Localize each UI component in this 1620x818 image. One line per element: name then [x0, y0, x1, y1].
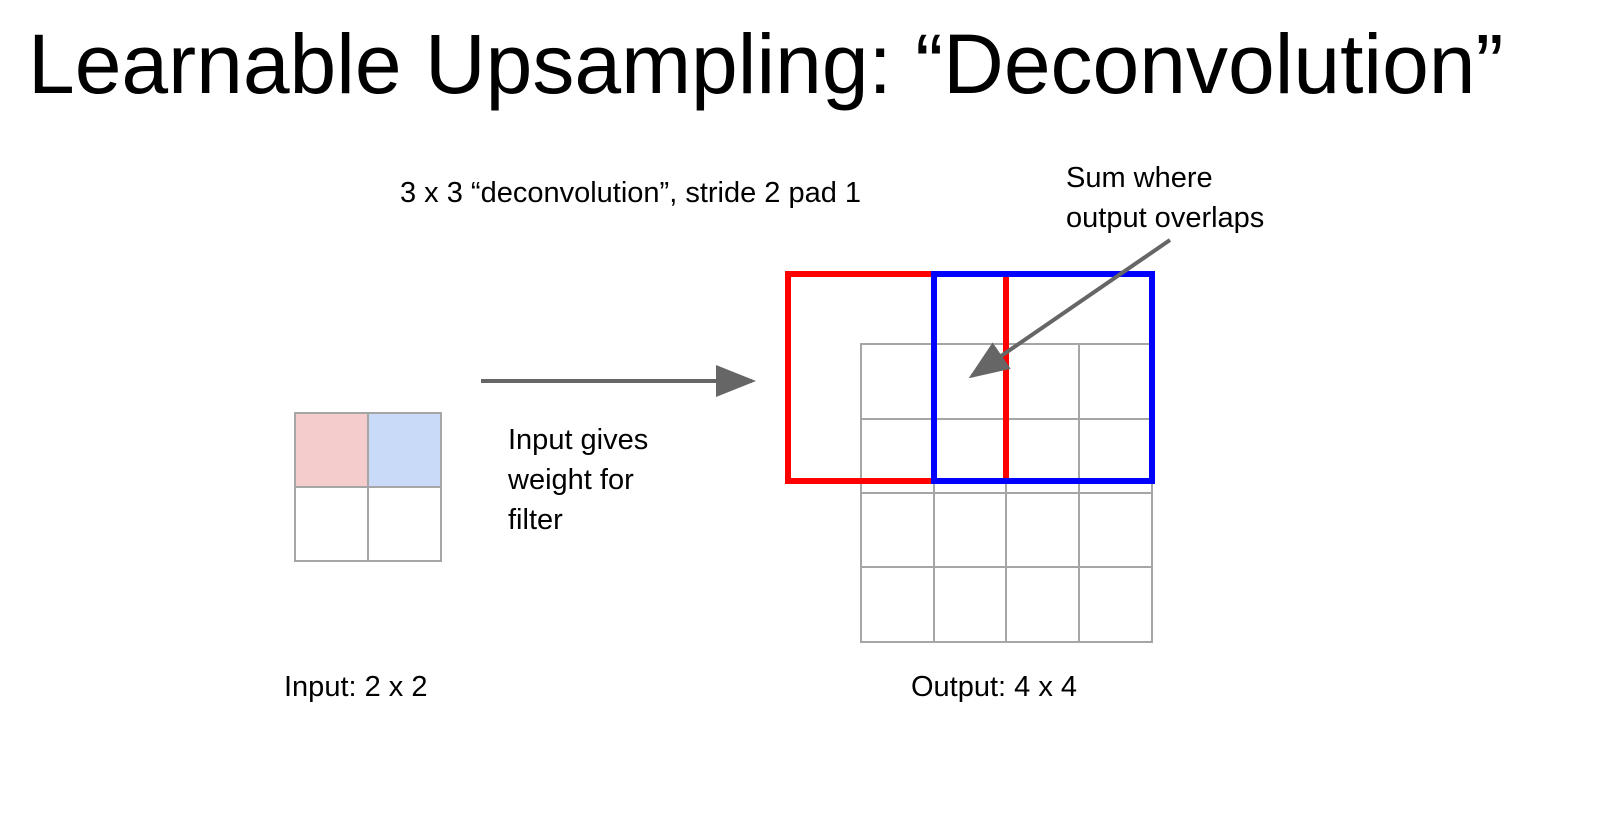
- blue-filter-region: [931, 271, 1155, 484]
- input-weight-line-1: Input gives: [508, 424, 649, 456]
- input-weight-line-2: weight for: [508, 464, 634, 496]
- input-weight-line-3: filter: [508, 504, 563, 536]
- output-size-label: Output: 4 x 4: [911, 671, 1078, 703]
- input-grid: [294, 412, 442, 562]
- overlap-annotation: Sum where output overlaps: [1066, 158, 1264, 238]
- input-cell-top-right: [367, 412, 442, 488]
- input-size-label: Input: 2 x 2: [284, 671, 428, 703]
- input-weight-annotation: Input gives weight for filter: [508, 420, 648, 540]
- slide-title: Learnable Upsampling: “Deconvolution”: [28, 17, 1504, 111]
- input-cell-top-left: [294, 412, 369, 488]
- overlap-arrow: [968, 238, 1172, 379]
- deconvolution-subtitle: 3 x 3 “deconvolution”, stride 2 pad 1: [400, 177, 862, 209]
- input-cell-bottom-left: [294, 486, 369, 562]
- overlap-annotation-line-1: Sum where: [1066, 162, 1213, 194]
- overlap-annotation-line-2: output overlaps: [1066, 202, 1265, 234]
- input-cell-bottom-right: [367, 486, 442, 562]
